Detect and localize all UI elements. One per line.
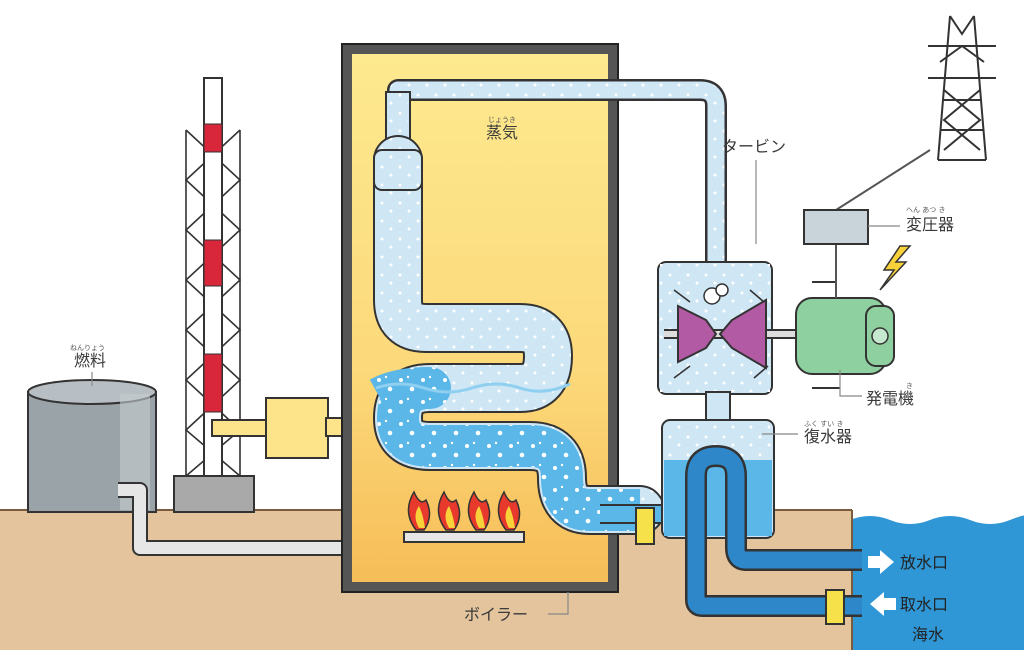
lightning-icon: [879, 245, 912, 291]
steam-pipe: [385, 79, 727, 262]
flame-icon: [407, 490, 431, 531]
label-generator: 発電機: [866, 389, 914, 408]
chimney: [173, 77, 255, 513]
label-outlet: 放水口: [900, 553, 948, 572]
label-turbine: タービン: [722, 137, 786, 156]
ruby-transformer: へん あつ き: [906, 206, 945, 214]
label-steam: 蒸気: [486, 123, 518, 142]
fuel-pipe: [118, 482, 520, 556]
label-fuel: 燃料: [74, 351, 106, 370]
ruby-condenser: ふく すい き: [804, 420, 843, 428]
transmission-tower: [928, 15, 996, 161]
label-transformer: 変圧器: [906, 215, 954, 234]
boiler-tubes: [369, 135, 665, 535]
ruby-fuel: ねんりょう: [70, 344, 105, 352]
turbine-rotor: [664, 283, 800, 379]
ruby-generator: き: [906, 382, 913, 390]
flame-icon: [497, 490, 521, 531]
burners: [403, 490, 525, 543]
leader-lines: [91, 160, 900, 615]
generator: [795, 281, 895, 389]
label-condenser: 復水器: [804, 427, 852, 446]
transformer: [803, 149, 931, 298]
condenser: [661, 419, 775, 539]
ruby-steam: じょうき: [488, 116, 516, 124]
exhaust-duct: [211, 397, 351, 459]
label-intake: 取水口: [900, 595, 948, 614]
cooling-pipe: [685, 445, 862, 625]
flame-icon: [467, 490, 491, 531]
arrow-left-icon: [870, 592, 896, 616]
arrow-right-icon: [868, 550, 894, 574]
label-seawater: 海水: [912, 625, 944, 644]
label-boiler: ボイラー: [464, 605, 528, 624]
flame-icon: [437, 490, 461, 531]
sea: [850, 515, 1024, 650]
